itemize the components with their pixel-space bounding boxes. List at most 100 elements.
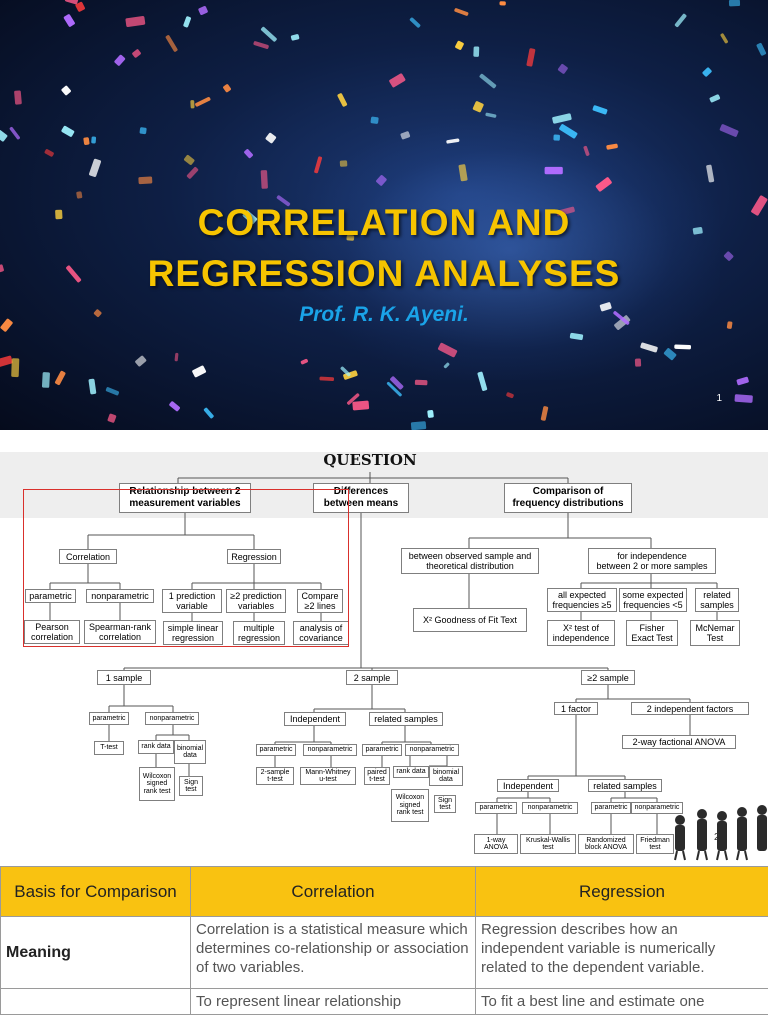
node-two-factors: 2 independent factors	[631, 702, 749, 715]
confetti-piece	[61, 85, 71, 96]
confetti-piece	[723, 251, 734, 261]
confetti-piece	[186, 166, 199, 179]
confetti-piece	[557, 63, 568, 74]
node-chi-square-independence: X² test of independence	[547, 620, 615, 646]
confetti-piece	[64, 0, 79, 5]
confetti-piece	[526, 48, 536, 67]
node-relationship: Relationship between 2 measurement varia…	[119, 483, 251, 513]
confetti-piece	[138, 176, 153, 185]
author-name: Prof. R. K. Ayeni.	[299, 303, 469, 326]
slide-number: 1	[716, 393, 722, 404]
node-goodness-of-fit: X² Goodness of Fit Text	[413, 608, 527, 632]
node-mann-whitney: Mann-Whitney u-test	[300, 767, 356, 785]
node-sign-1: Sign test	[179, 776, 203, 796]
node-nonparametric-corr: nonparametric	[86, 589, 154, 603]
confetti-piece	[54, 370, 66, 385]
confetti-piece	[376, 175, 387, 186]
confetti-piece	[192, 365, 207, 378]
node-friedman: Friedman test	[636, 834, 674, 854]
table-row: To represent linear relationship To fit …	[0, 988, 768, 1015]
confetti-piece	[569, 332, 584, 341]
node-binomial-1: binomial data	[174, 740, 206, 764]
node-independence: for independence between 2 or more sampl…	[588, 548, 716, 574]
confetti-piece	[552, 113, 572, 124]
confetti-piece	[599, 302, 612, 312]
confetti-piece	[479, 73, 497, 89]
confetti-piece	[634, 358, 642, 367]
node-ancova: analysis of covariance	[293, 621, 349, 645]
node-rank-data-1: rank data	[138, 740, 174, 754]
confetti-background	[0, 0, 768, 430]
confetti-piece	[107, 413, 117, 423]
confetti-piece	[709, 94, 721, 103]
confetti-piece	[595, 177, 612, 192]
confetti-piece	[0, 318, 13, 332]
node-one-prediction: 1 prediction variable	[162, 589, 222, 613]
node-pearson: Pearson correlation	[24, 620, 80, 644]
confetti-piece	[606, 143, 618, 150]
node-wilcoxon-1: Wilcoxon signed rank test	[139, 767, 175, 801]
confetti-piece	[290, 34, 300, 41]
table-row-heading: Meaning	[0, 916, 191, 989]
background-glow	[300, 120, 720, 380]
confetti-piece	[347, 393, 360, 405]
confetti-piece	[260, 26, 277, 42]
confetti-piece	[93, 309, 102, 318]
slide-title-line-1: CORRELATION AND	[197, 202, 571, 243]
confetti-piece	[63, 14, 75, 27]
confetti-piece	[692, 227, 703, 235]
table-header: Correlation	[190, 866, 476, 917]
flowchart-connectors	[49, 472, 718, 834]
node-randomized-block: Randomized block ANOVA	[578, 834, 634, 854]
confetti-piece	[61, 125, 75, 137]
node-kruskal-wallis: Kruskal-Wallis test	[520, 834, 576, 854]
confetti-piece	[674, 344, 692, 350]
confetti-piece	[702, 67, 712, 77]
confetti-piece	[427, 410, 434, 418]
confetti-piece	[473, 46, 480, 57]
confetti-piece	[340, 366, 351, 377]
node-parametric-corr: parametric	[25, 589, 76, 603]
confetti-piece	[242, 210, 258, 225]
confetti-piece	[726, 321, 733, 329]
node-oneway-anova: 1-way ANOVA	[474, 834, 518, 854]
confetti-piece	[410, 421, 427, 430]
flowchart-slide: QUESTION Relationship between 2 measurem…	[0, 451, 768, 862]
confetti-piece	[477, 371, 488, 391]
confetti-piece	[11, 358, 20, 378]
confetti-piece	[583, 145, 590, 156]
node-two-way-anova: 2-way factional ANOVA	[622, 735, 736, 749]
confetti-piece	[720, 33, 728, 44]
confetti-piece	[0, 130, 8, 142]
confetti-piece	[169, 401, 180, 412]
confetti-piece	[386, 381, 402, 397]
confetti-piece	[556, 206, 575, 217]
node-sign-2: Sign test	[434, 795, 456, 813]
table-cell: To fit a best line and estimate one	[475, 988, 768, 1015]
confetti-piece	[198, 6, 208, 15]
node-all-expected: all expected frequencies ≥5	[547, 588, 617, 612]
node-fisher: Fisher Exact Test	[626, 620, 678, 646]
confetti-piece	[0, 355, 13, 369]
node-two-sample-ttest: 2-sample t-test	[256, 767, 294, 785]
node-nonparametric-2a: nonparametric	[303, 744, 357, 756]
node-related-samples-freq: related samples	[695, 588, 739, 612]
node-spearman: Spearman-rank correlation	[84, 620, 156, 644]
node-nonparametric-2b: nonparametric	[405, 744, 459, 756]
confetti-piece	[458, 164, 468, 182]
table-header: Regression	[475, 866, 768, 917]
confetti-piece	[0, 264, 4, 273]
node-nonparametric-3a: nonparametric	[522, 802, 578, 814]
node-simple-linear: simple linear regression	[163, 621, 223, 645]
confetti-piece	[454, 8, 469, 16]
confetti-piece	[337, 93, 348, 107]
confetti-piece	[540, 406, 549, 421]
confetti-piece	[244, 149, 253, 159]
confetti-piece	[719, 124, 739, 137]
confetti-piece	[734, 394, 753, 403]
confetti-piece	[559, 124, 578, 139]
confetti-piece	[339, 160, 348, 167]
table-cell: Correlation is a statistical measure whi…	[190, 916, 476, 989]
comparison-table: Basis for Comparison Correlation Regress…	[0, 866, 768, 1015]
confetti-piece	[260, 170, 268, 189]
